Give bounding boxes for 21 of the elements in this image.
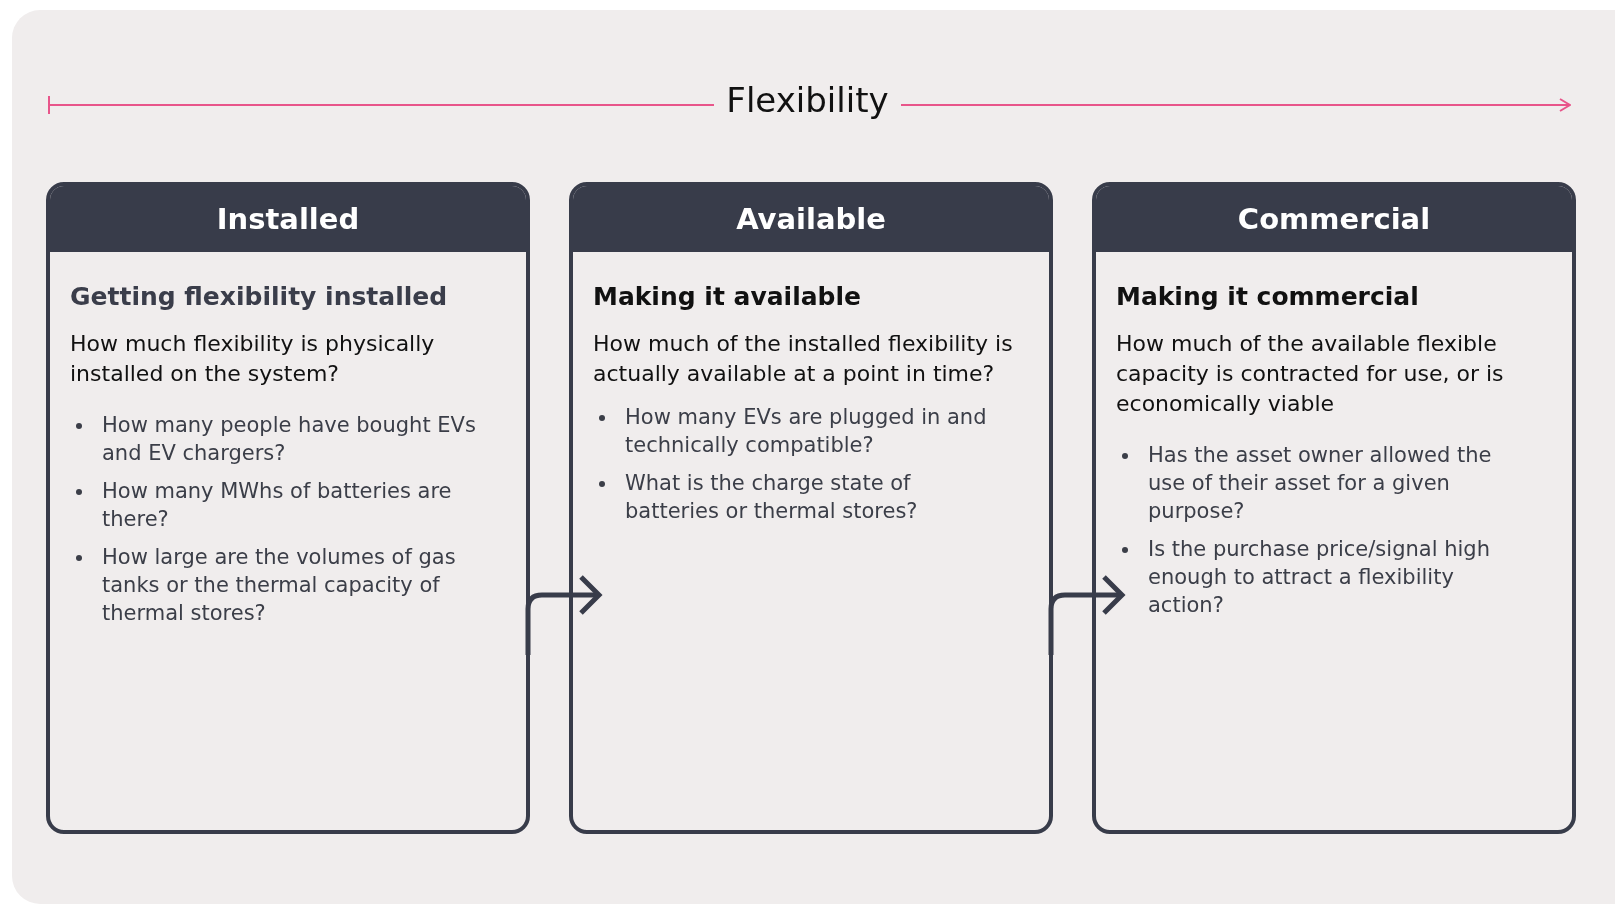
bullet-point: How many people have bought EVs and EV chargers?	[102, 413, 476, 465]
card-header: Commercial	[1096, 186, 1572, 252]
bullet-point: How many EVs are plugged in and technically compatible?	[625, 405, 987, 457]
card-header: Installed	[50, 186, 526, 252]
key-question: How much flexibility is physically installed on the system?	[70, 330, 436, 388]
card-subtitle: Making it commercial	[1116, 282, 1420, 311]
stage-card	[1092, 182, 1576, 834]
stage-card	[569, 182, 1053, 834]
card-header: Available	[573, 186, 1049, 252]
bullet-point: Is the purchase price/signal high enough to attract a flexibility action?	[1148, 537, 1490, 617]
flow-arrow	[1048, 574, 1125, 655]
flow-arrow	[525, 574, 602, 655]
stage-card	[46, 182, 530, 834]
bullet-point: How many MWhs of batteries are there?	[102, 479, 452, 531]
bullet-point: How large are the volumes of gas tanks or the thermal capacity of thermal stores?	[102, 545, 456, 625]
key-question: How much of the available flexible capacity is contracted for use, or is economically viable	[1116, 330, 1505, 418]
bullet-point: Has the asset owner allowed the use of their asset for a given purpose?	[1148, 443, 1492, 523]
bullet-point: What is the charge state of batteries or thermal stores?	[625, 471, 918, 523]
key-question: How much of the installed flexibility is actually available at a point in time?	[593, 330, 1014, 388]
card-subtitle: Making it available	[593, 282, 863, 311]
card-subtitle: Getting flexibility installed	[70, 282, 449, 311]
